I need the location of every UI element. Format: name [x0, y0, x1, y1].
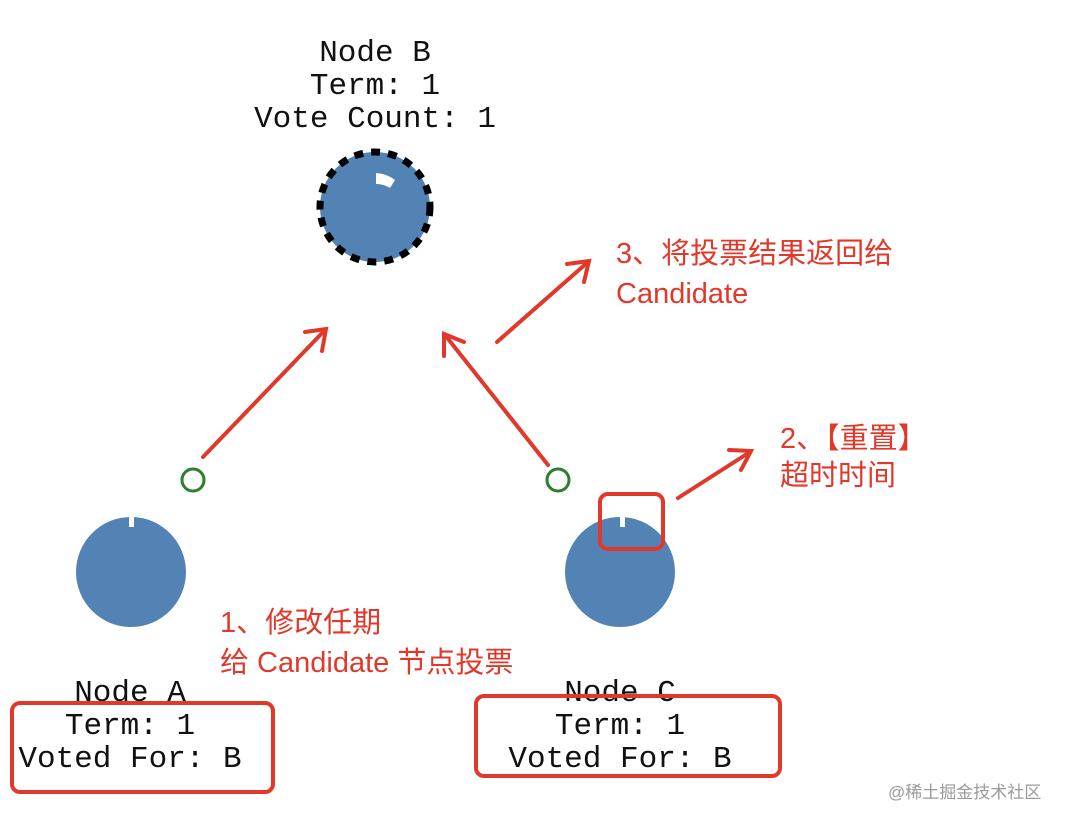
highlight-node-a-state [10, 701, 275, 794]
step3-line2: Candidate [616, 278, 748, 310]
node-b-name: Node B [319, 36, 431, 71]
arrow-result [495, 260, 590, 344]
arrow-head [303, 326, 329, 353]
vote-message-c [545, 467, 571, 493]
node-a-term: Term: 1 [65, 709, 195, 744]
timer-indicator-icon [129, 517, 134, 527]
arrow-head [565, 258, 592, 284]
node-b-vote-count: Vote Count: 1 [254, 102, 496, 137]
node-c: Node C Term: 1 Voted For: B [508, 517, 732, 777]
vote-message-a [180, 467, 206, 493]
arrow-head [442, 331, 466, 358]
node-a-circle [76, 517, 186, 627]
watermark: @稀土掘金技术社区 [888, 783, 1041, 802]
highlight-node-c-timer [598, 492, 665, 551]
timer-indicator-icon [620, 517, 625, 527]
step2-line2: 超时时间 [780, 459, 896, 492]
node-a-name: Node A [74, 676, 186, 711]
node-b-term: Term: 1 [310, 69, 440, 104]
node-a: Node A Term: 1 Voted For: B [18, 517, 242, 777]
node-c-term: Term: 1 [555, 709, 685, 744]
arrow-reset [676, 450, 752, 500]
node-c-circle [565, 517, 675, 627]
node-a-voted-for: Voted For: B [18, 742, 241, 777]
arrow-c-to-b [443, 333, 550, 467]
node-b: Node B Term: 1 Vote Count: 1 [254, 36, 496, 266]
node-c-voted-for: Voted For: B [508, 742, 731, 777]
step1-line1: 1、修改任期 [220, 606, 381, 639]
step3-line1: 3、将投票结果返回给 [616, 237, 893, 270]
step1-line2: 给 Candidate 节点投票 [220, 646, 513, 679]
arrow-a-to-b [201, 328, 327, 459]
arrow-head [727, 448, 755, 472]
highlight-node-c-state [474, 694, 782, 778]
node-c-name: Node C [564, 676, 676, 711]
timer-indicator-icon [376, 173, 395, 188]
node-b-circle [316, 148, 434, 266]
step2-line1: 2、【重置】 [780, 422, 927, 455]
